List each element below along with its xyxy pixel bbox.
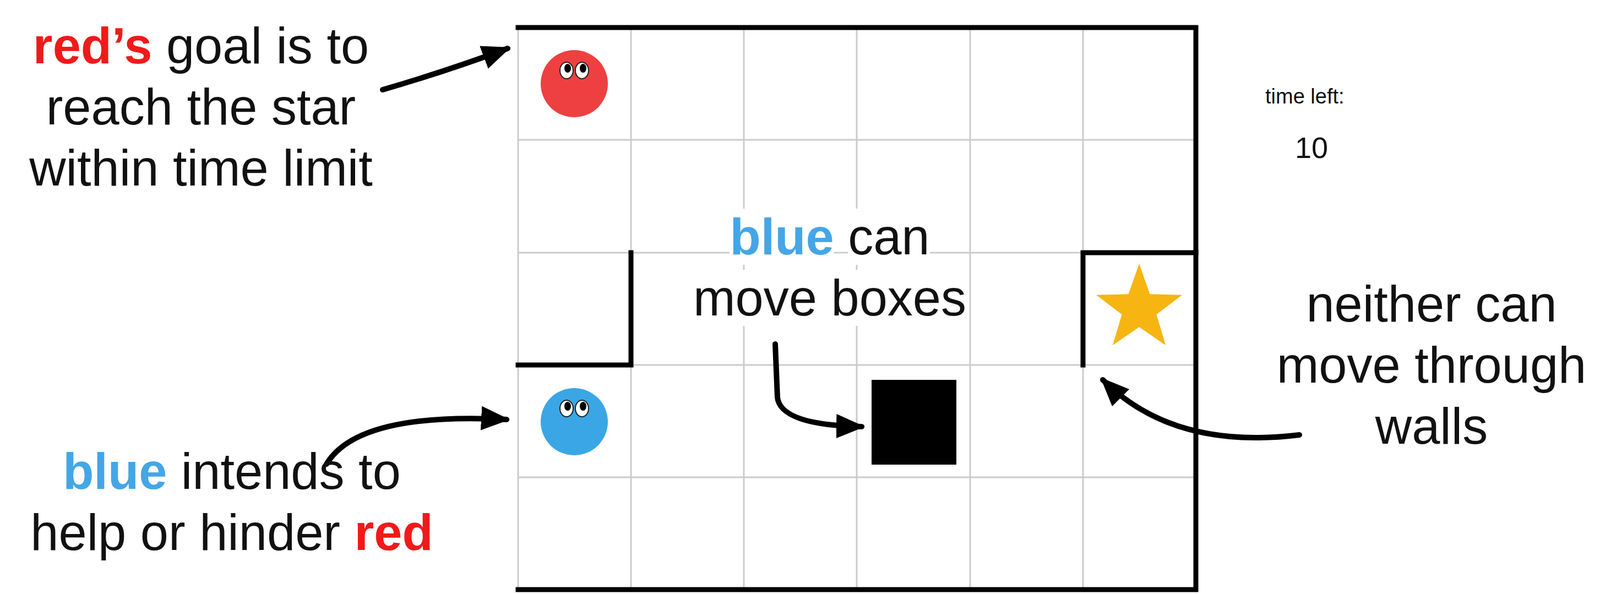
blue-agent: [540, 388, 608, 456]
goal-star: [1096, 263, 1183, 346]
callout-text: blue intends to help or hinder red: [14, 441, 450, 564]
timer-value: 10: [1294, 129, 1329, 166]
grid-lines: [518, 27, 1196, 590]
leader-arrow: [1102, 379, 1300, 438]
timer-label: time left:: [1265, 83, 1345, 110]
callout-text: neither can move through walls: [1276, 275, 1587, 455]
agent-name: blue: [729, 208, 834, 265]
agent-name: blue: [62, 443, 167, 500]
leader-arrows: [326, 48, 1300, 465]
leader-arrow: [382, 48, 508, 90]
callout-text: neither can move through walls: [1266, 273, 1597, 457]
movable-box: [871, 379, 957, 465]
walls: [518, 27, 1196, 590]
agent-name: red’s: [33, 17, 152, 74]
red-agent: [540, 50, 608, 118]
callout-text: blue can move boxes: [681, 206, 979, 329]
leader-arrow: [775, 344, 862, 427]
agent-name: red: [354, 504, 434, 561]
callout-text: red’s goal is to reach the star within t…: [19, 15, 383, 199]
